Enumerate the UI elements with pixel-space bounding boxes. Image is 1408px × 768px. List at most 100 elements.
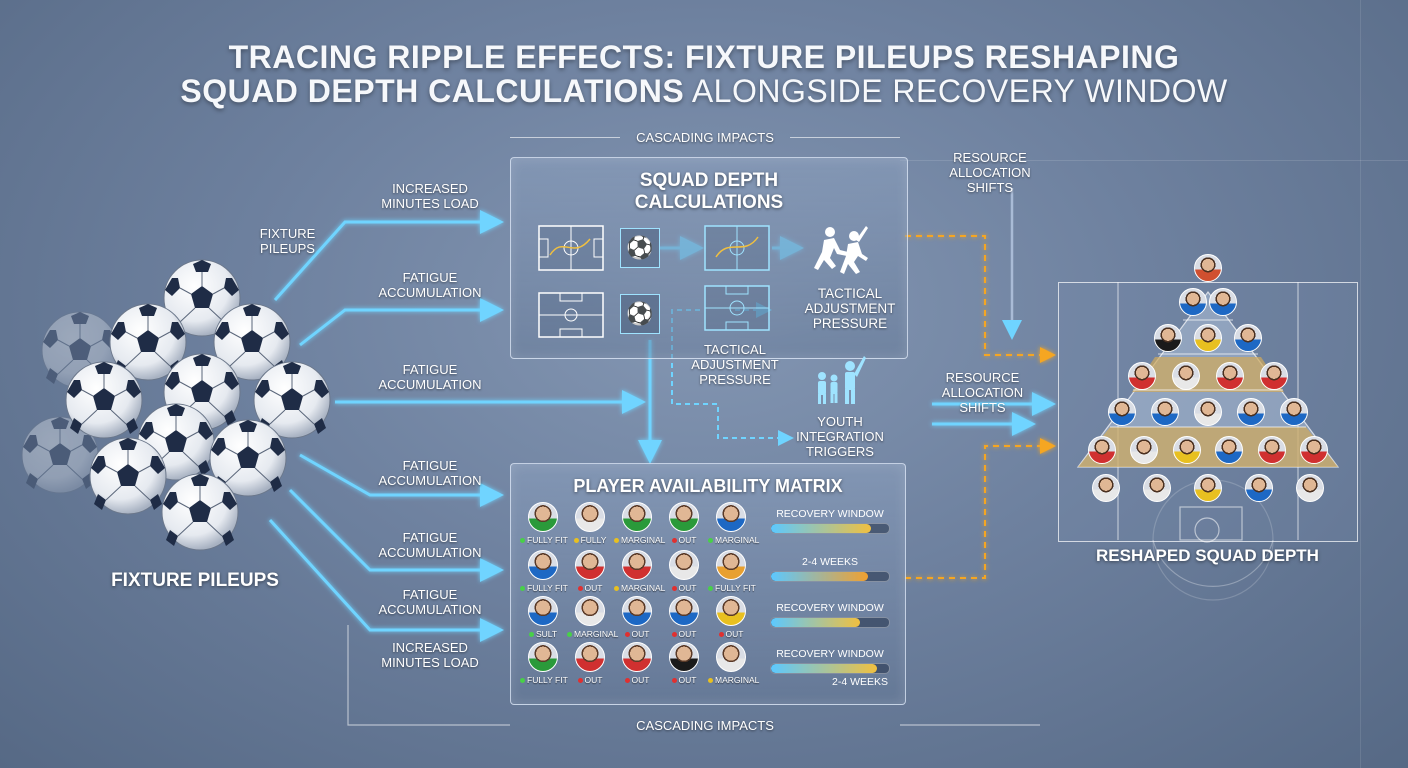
- player-status: FULLY FIT: [520, 675, 568, 685]
- player-status: OUT: [661, 583, 707, 593]
- status-text: OUT: [631, 675, 650, 685]
- title-bold: SQUAD DEPTH CALCULATIONS: [180, 73, 685, 109]
- status-dot: [708, 678, 713, 683]
- squad-depth-title: SQUAD DEPTH CALCULATIONS: [511, 170, 907, 214]
- status-dot: [520, 538, 525, 543]
- player-avatar: [575, 502, 605, 532]
- squad-player-avatar: [1151, 398, 1179, 426]
- squad-player-avatar: [1143, 474, 1171, 502]
- grid-line: [900, 160, 1408, 161]
- player-avatar: [622, 642, 652, 672]
- squad-player-avatar: [1237, 398, 1265, 426]
- ball-icon-box-1: ⚽: [620, 228, 660, 268]
- status-text: OUT: [631, 629, 650, 639]
- tactical-below-label: TACTICAL ADJUSTMENT PRESSURE: [691, 342, 779, 387]
- recovery-bar: [770, 571, 890, 582]
- tactical-right-label: TACTICAL ADJUSTMENT PRESSURE: [804, 286, 896, 331]
- pyramid-row: [1081, 436, 1336, 464]
- status-text: OUT: [678, 583, 697, 593]
- pitch-diagram-3: [538, 292, 604, 338]
- fixture-pileups-label: FIXTURE PILEUPS: [111, 570, 279, 591]
- player-avatar: [575, 596, 605, 626]
- squad-depth-title-line1: SQUAD DEPTH: [639, 170, 779, 191]
- player-status: OUT: [661, 675, 707, 685]
- status-text: MARGINAL: [574, 629, 619, 639]
- player-avatar: [716, 550, 746, 580]
- status-text: FULLY FIT: [715, 583, 756, 593]
- status-dot: [528, 632, 534, 637]
- player-status: FULLY: [567, 535, 613, 545]
- player-cell: FULLY FIT: [708, 550, 756, 593]
- squad-depth-panel: SQUAD DEPTH CALCULATIONS: [510, 157, 908, 359]
- pyramid-row: [1081, 474, 1336, 502]
- player-avatar: [716, 596, 746, 626]
- player-avatar: [716, 502, 746, 532]
- status-dot: [573, 538, 579, 543]
- player-status: MARGINAL: [614, 535, 665, 545]
- divider: [790, 137, 900, 138]
- player-avatar: [669, 642, 699, 672]
- cascade-top-label: CASCADING IMPACTS: [636, 130, 774, 145]
- status-dot: [624, 678, 630, 683]
- grid-line: [1360, 0, 1361, 768]
- squad-player-avatar: [1300, 436, 1329, 464]
- player-status: FULLY FIT: [708, 583, 756, 593]
- player-status: OUT: [661, 535, 707, 545]
- player-cell: OUT: [567, 642, 613, 685]
- recovery-bar-label: 2-4 WEEKS: [801, 556, 859, 568]
- title-line-2: SQUAD DEPTH CALCULATIONS ALONGSIDE RECOV…: [0, 70, 1408, 112]
- player-cell: MARGINAL: [708, 642, 759, 685]
- player-avatar: [622, 550, 652, 580]
- status-text: FULLY FIT: [527, 535, 568, 545]
- squad-player-avatar: [1172, 362, 1201, 390]
- recovery-bar-label: RECOVERY WINDOW: [776, 508, 884, 520]
- player-status: OUT: [567, 583, 613, 593]
- player-cell: OUT: [708, 596, 754, 639]
- status-text: FULLY FIT: [527, 583, 568, 593]
- matrix-title: PLAYER AVAILABILITY MATRIX: [573, 476, 843, 496]
- player-cell: OUT: [567, 550, 613, 593]
- squad-player-avatar: [1296, 474, 1324, 502]
- player-avatar: [622, 502, 652, 532]
- squad-player-avatar: [1194, 398, 1222, 426]
- player-cell: SULT: [520, 596, 566, 639]
- status-dot: [671, 678, 677, 683]
- player-cell: OUT: [661, 502, 707, 545]
- youth-integration-label: YOUTH INTEGRATION TRIGGERS: [796, 414, 884, 459]
- resource-mid-label: RESOURCE ALLOCATION SHIFTS: [941, 370, 1024, 415]
- player-cell: MARGINAL: [614, 502, 665, 545]
- status-dot: [708, 538, 713, 543]
- input-label-3: FATIGUE ACCUMULATION: [378, 362, 482, 392]
- squad-player-avatar: [1280, 398, 1308, 426]
- status-dot: [718, 632, 724, 637]
- recovery-bar-sublabel: 2-4 WEEKS: [831, 676, 889, 688]
- player-status: SULT: [520, 629, 566, 639]
- squad-player-avatar: [1259, 362, 1288, 390]
- squad-player-avatar: [1209, 288, 1237, 316]
- divider: [510, 137, 620, 138]
- status-text: MARGINAL: [715, 675, 760, 685]
- recovery-bar: [770, 523, 890, 534]
- squad-depth-title-line2: CALCULATIONS: [634, 192, 784, 213]
- player-status: OUT: [614, 629, 660, 639]
- player-status: OUT: [661, 629, 707, 639]
- input-label-6: FATIGUE ACCUMULATION: [378, 587, 482, 617]
- pyramid-row: [1148, 324, 1268, 352]
- squad-player-avatar: [1154, 324, 1182, 352]
- input-label-5: FATIGUE ACCUMULATION: [378, 530, 482, 560]
- squad-player-avatar: [1130, 436, 1159, 464]
- status-dot: [671, 538, 677, 543]
- squad-player-avatar: [1234, 324, 1262, 352]
- status-text: OUT: [678, 675, 697, 685]
- pyramid-row: [1121, 362, 1296, 390]
- squad-player-avatar: [1215, 436, 1244, 464]
- player-avatar: [528, 550, 558, 580]
- player-avatar: [528, 596, 558, 626]
- resource-top-label: RESOURCE ALLOCATION SHIFTS: [949, 150, 1031, 195]
- cascade-bottom-label: CASCADING IMPACTS: [636, 718, 774, 733]
- pyramid-row: [1178, 288, 1238, 316]
- arrow-fatigue-1: [299, 298, 504, 347]
- pyramid-row: [1101, 398, 1316, 426]
